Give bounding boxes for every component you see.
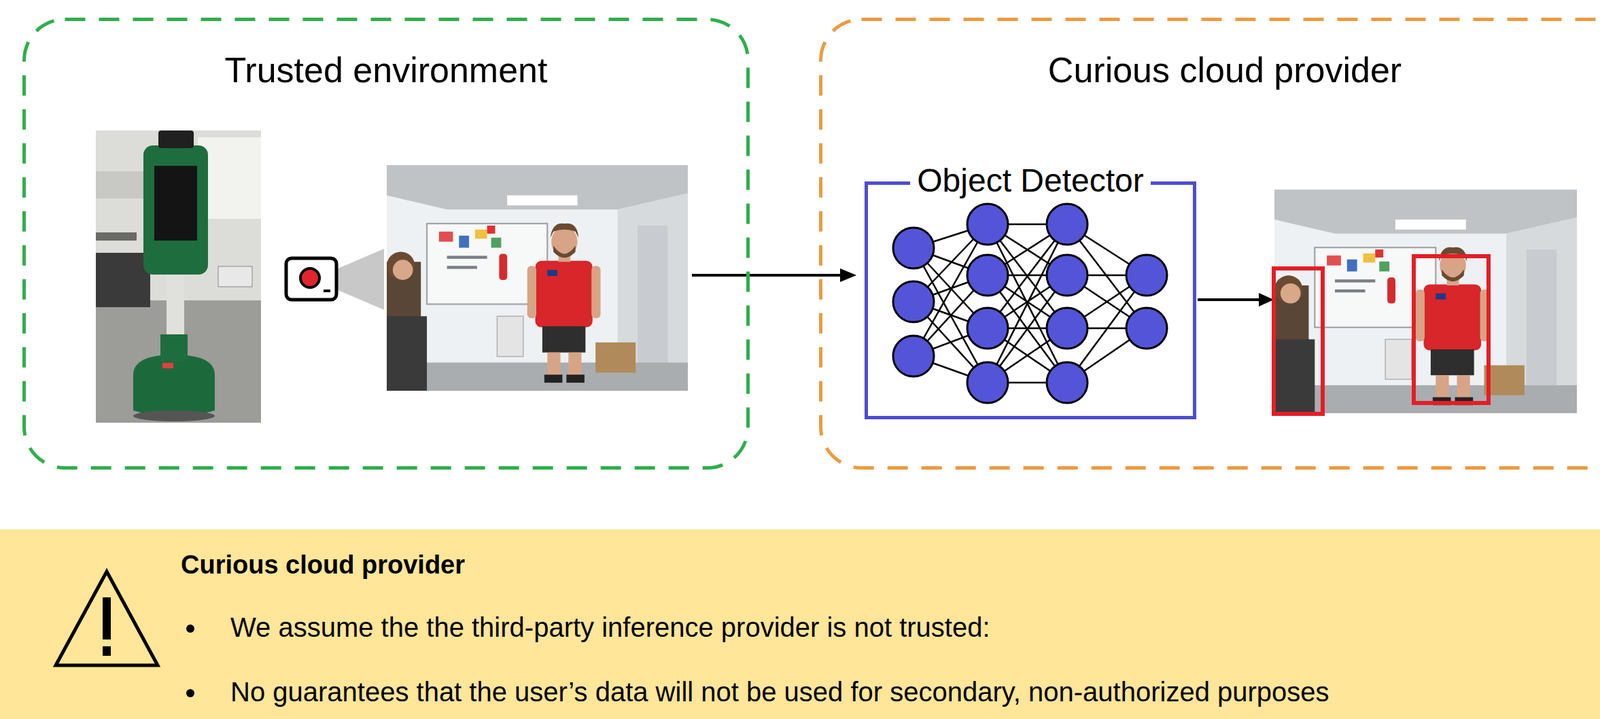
detector-box: Object Detector bbox=[864, 181, 1197, 420]
robot-photo-part bbox=[95, 130, 262, 423]
flow-arrow bbox=[691, 268, 857, 283]
camera-icon-part bbox=[286, 258, 337, 300]
nn-neuron bbox=[967, 254, 1008, 296]
outline-rect bbox=[866, 183, 1195, 419]
warning-art-part bbox=[102, 646, 111, 656]
warning-art-part bbox=[186, 624, 195, 633]
robot-photo-part bbox=[133, 354, 215, 417]
outline-rect bbox=[821, 19, 1600, 469]
robot-photo-part bbox=[218, 266, 253, 287]
nn-neuron bbox=[1046, 254, 1088, 296]
camera-icon-part bbox=[323, 289, 331, 293]
warning-heading-holder: Curious cloud provider bbox=[180, 549, 465, 582]
camera-photo bbox=[386, 165, 688, 391]
detection-photo bbox=[1274, 189, 1577, 414]
warning-bullet: We assume the the third-party inference … bbox=[230, 612, 991, 643]
region-title: Trusted environment bbox=[224, 50, 548, 90]
robot-photo-part bbox=[95, 232, 137, 241]
neural-network-part bbox=[893, 203, 1168, 404]
warning-bullet-holder: No guarantees that the user’s data will … bbox=[230, 675, 1330, 709]
warning-art-part bbox=[186, 689, 195, 698]
region-title-holder: Curious cloud provider bbox=[819, 48, 1600, 92]
camera-icon-part bbox=[300, 268, 320, 288]
robot-photo-part bbox=[143, 145, 208, 275]
detector-label-holder: Object Detector bbox=[864, 161, 1197, 201]
nn-neuron bbox=[967, 362, 1008, 404]
bounding-box bbox=[1413, 256, 1489, 404]
camera-icon bbox=[286, 248, 385, 310]
region-title-holder: Trusted environment bbox=[22, 48, 750, 92]
warning-band: Curious cloud provider We assume the the … bbox=[0, 529, 1600, 719]
bounding-box bbox=[1273, 268, 1323, 414]
nn-link bbox=[987, 224, 1068, 383]
nn-neuron bbox=[1046, 203, 1088, 245]
robot-photo-part bbox=[95, 252, 151, 308]
outline-rect bbox=[24, 19, 749, 469]
warning-bullet-holder: We assume the the third-party inference … bbox=[230, 611, 991, 644]
flow-arrow-part bbox=[840, 268, 857, 283]
region-title: Curious cloud provider bbox=[1048, 50, 1402, 90]
robot-photo-part bbox=[95, 171, 144, 199]
cloud-region: Curious cloud provider Object Detector bbox=[819, 17, 1600, 470]
detector-label: Object Detector bbox=[910, 162, 1151, 199]
neural-network-part bbox=[913, 224, 1147, 383]
warning-art-part bbox=[102, 597, 111, 640]
nn-neuron bbox=[893, 335, 934, 377]
robot-photo-part bbox=[162, 362, 174, 369]
warning-heading: Curious cloud provider bbox=[180, 550, 465, 580]
nn-neuron bbox=[893, 227, 934, 269]
neural-network bbox=[864, 181, 1197, 420]
flow-arrow-part bbox=[1258, 292, 1274, 307]
flow-arrow bbox=[1197, 292, 1274, 307]
robot-photo-part bbox=[133, 410, 215, 422]
warning-art-part bbox=[55, 571, 158, 666]
nn-neuron bbox=[1046, 307, 1088, 349]
nn-neuron bbox=[1046, 362, 1088, 404]
warning-bullet: No guarantees that the user’s data will … bbox=[230, 676, 1330, 707]
nn-neuron bbox=[967, 203, 1008, 245]
robot-photo bbox=[95, 130, 262, 423]
nn-neuron bbox=[967, 307, 1008, 349]
robot-photo-part bbox=[158, 130, 194, 149]
nn-neuron bbox=[893, 281, 934, 323]
nn-neuron bbox=[1126, 307, 1168, 349]
nn-neuron bbox=[1126, 254, 1168, 296]
robot-photo-part bbox=[160, 334, 188, 362]
flow-arrow-part bbox=[1197, 298, 1262, 302]
flow-arrow-part bbox=[691, 273, 843, 277]
nn-link bbox=[987, 224, 1068, 383]
robot-photo-part bbox=[154, 165, 198, 241]
camera-icon-part bbox=[336, 248, 385, 310]
trusted-region: Trusted environment bbox=[22, 17, 750, 470]
